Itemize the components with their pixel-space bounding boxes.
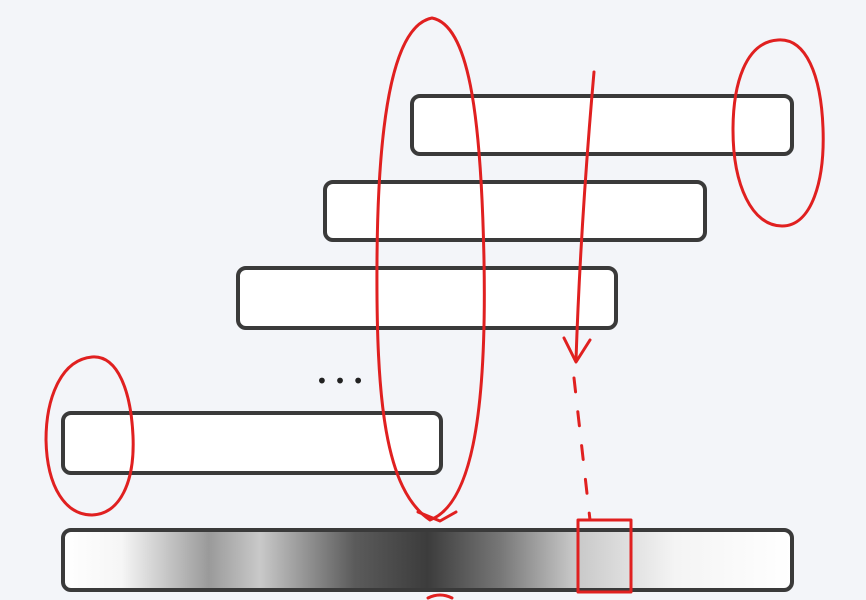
bar-3 xyxy=(236,266,618,330)
annotation-square xyxy=(576,518,633,594)
annotation-dashed-connector xyxy=(572,376,592,522)
annotation-left-ellipse xyxy=(44,355,135,517)
bar-last xyxy=(61,411,443,475)
annotation-ellipse-tail xyxy=(416,510,458,523)
annotation-vertical-ellipse xyxy=(375,16,486,522)
annotation-arrow-line xyxy=(574,70,596,362)
annotations xyxy=(44,16,825,600)
bar-2 xyxy=(323,180,707,242)
annotation-bottom-mark xyxy=(426,593,454,600)
result-gradient-bar xyxy=(61,528,794,592)
bar-1 xyxy=(410,94,794,156)
annotation-right-ellipse xyxy=(731,38,825,228)
annotation-arrow-head xyxy=(562,336,592,364)
ellipsis-icon: • • • xyxy=(316,369,364,393)
